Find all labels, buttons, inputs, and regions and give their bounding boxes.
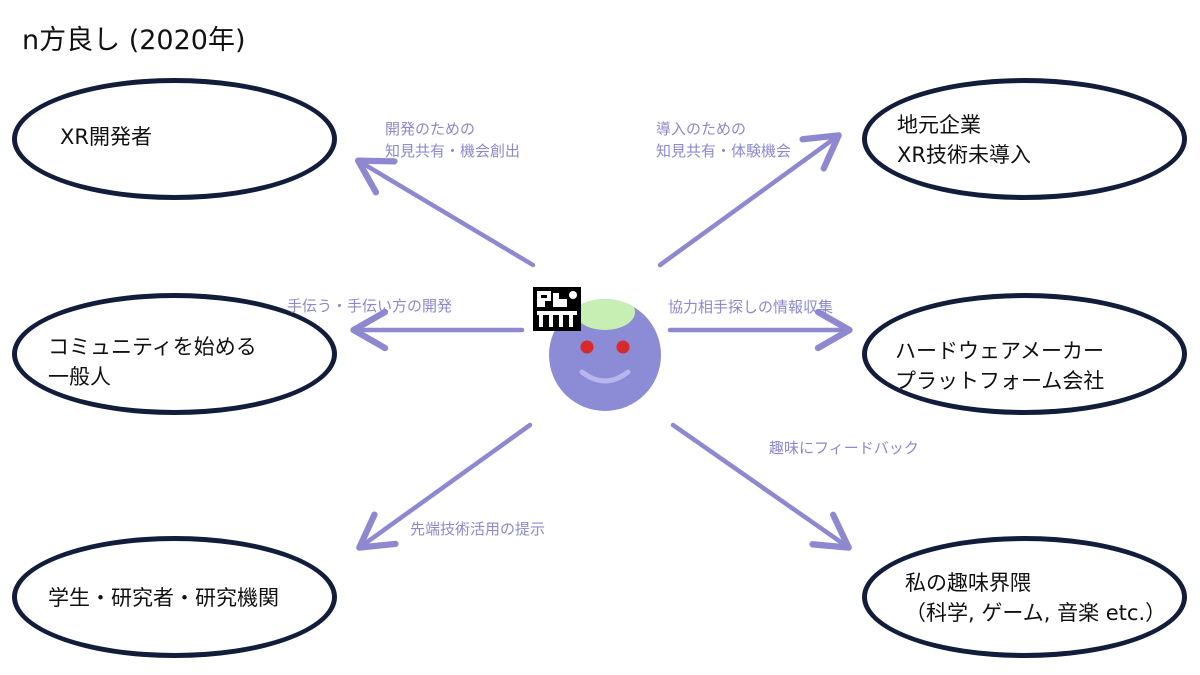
edge-line: 開発のための <box>385 120 476 138</box>
node-line: ハードウェアメーカー <box>895 339 1104 363</box>
node-line: プラットフォーム会社 <box>895 369 1105 393</box>
edge-line: 先端技術活用の提示 <box>410 520 546 538</box>
diagram-title: n方良し (2020年) <box>22 25 246 56</box>
node-community-text: コミュニティを始める 一般人 <box>48 332 257 392</box>
node-line: XR開発者 <box>60 125 152 149</box>
edge-label-hardware: 協力相手探しの情報収集 <box>668 296 833 318</box>
node-line: 一般人 <box>48 365 111 389</box>
node-hobby-text: 私の趣味界隈 （科学, ゲーム, 音楽 etc.） <box>905 568 1166 628</box>
node-xr-developers <box>12 78 337 200</box>
edge-line: 協力相手探しの情報収集 <box>668 298 834 316</box>
node-line: コミュニティを始める <box>48 335 257 359</box>
pixel-art-logo-icon <box>533 287 581 331</box>
edge-line: 手伝う・手伝い方の開発 <box>287 297 453 315</box>
node-students <box>12 536 337 658</box>
edge-label-students: 先端技術活用の提示 <box>410 518 545 540</box>
node-students-text: 学生・研究者・研究機関 <box>48 583 279 613</box>
node-line: XR技術未導入 <box>897 143 1031 167</box>
node-line: 私の趣味界隈 <box>905 571 1031 595</box>
right-eye <box>616 340 630 354</box>
arrow-to-xr-developers <box>354 157 536 268</box>
smile <box>579 369 631 384</box>
edge-label-xr-developers: 開発のための 知見共有・機会創出 <box>385 118 520 162</box>
node-community <box>12 293 337 415</box>
edge-line: 知見共有・体験機会 <box>656 142 792 160</box>
node-line: （科学, ゲーム, 音楽 etc.） <box>905 601 1167 625</box>
node-hardware-text: ハードウェアメーカー プラットフォーム会社 <box>895 336 1104 396</box>
node-line: 地元企業 <box>897 113 981 137</box>
edge-line: 趣味にフィードバック <box>769 439 919 457</box>
edge-label-hobby: 趣味にフィードバック <box>769 437 919 459</box>
left-eye <box>580 340 594 354</box>
arrow-to-hobby <box>670 422 852 551</box>
node-hobby <box>862 536 1187 658</box>
edge-label-local-companies: 導入のための 知見共有・体験機会 <box>656 118 791 162</box>
node-hardware <box>862 293 1187 415</box>
edge-line: 導入のための <box>656 120 747 138</box>
arrow-to-local-companies <box>657 132 842 268</box>
hair <box>575 299 635 330</box>
node-xr-developers-text: XR開発者 <box>60 122 152 152</box>
node-line: 学生・研究者・研究機関 <box>48 586 279 610</box>
node-local-companies-text: 地元企業 XR技術未導入 <box>897 110 1031 170</box>
arrow-to-students <box>356 422 533 551</box>
edge-line: 知見共有・機会創出 <box>385 142 521 160</box>
node-local-companies <box>862 78 1187 200</box>
edge-label-community: 手伝う・手伝い方の開発 <box>287 295 452 317</box>
